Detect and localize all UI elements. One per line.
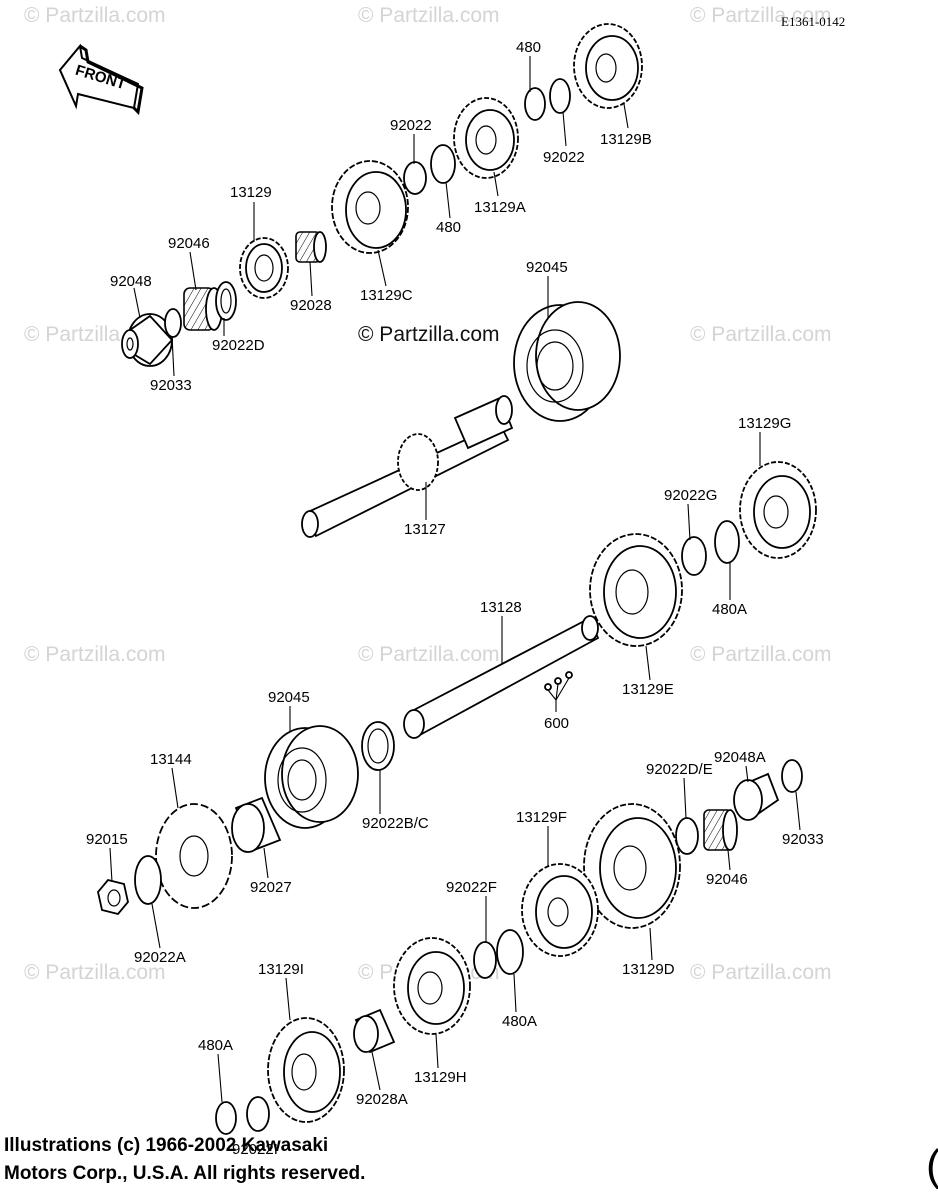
input-shaft-13127 <box>301 395 514 538</box>
gear-13129G <box>739 461 817 559</box>
washer-92022BC <box>361 721 395 771</box>
watermark: © Partzilla.com <box>24 643 166 666</box>
circlip-92033 <box>781 759 803 793</box>
label-92022DE: 92022D/E <box>646 761 713 778</box>
watermark: © Partzilla.com <box>690 961 832 984</box>
collar-92027 <box>231 796 282 853</box>
watermark: © Partzilla.com <box>24 4 166 27</box>
collar-92048A <box>733 772 780 821</box>
label-92028A: 92028A <box>356 1091 408 1108</box>
bushing-92028 <box>295 231 327 263</box>
washer-92022 <box>403 161 427 195</box>
circlip-480A <box>215 1101 237 1135</box>
label-92048A: 92048A <box>714 749 766 766</box>
sprocket-13144 <box>155 803 233 909</box>
gear-13129C <box>331 160 409 254</box>
washer-92022A <box>134 855 162 905</box>
label-92033-right: 92033 <box>782 831 824 848</box>
label-92027: 92027 <box>250 879 292 896</box>
label-92022-top: 92022 <box>390 117 432 134</box>
gear-13129D <box>583 803 681 929</box>
nut-92015 <box>97 878 129 916</box>
washer-92022I <box>246 1096 270 1132</box>
washer-92022F <box>473 941 497 979</box>
watermark: © Partzilla.com <box>690 4 832 27</box>
leader-lines <box>109 56 801 1103</box>
label-92022F: 92022F <box>446 879 497 896</box>
label-13129F: 13129F <box>516 809 567 826</box>
label-13129B: 13129B <box>600 131 652 148</box>
label-13129G: 13129G <box>738 415 791 432</box>
copyright-line-1: Illustrations (c) 1966-2002 Kawasaki <box>4 1135 329 1156</box>
label-13129: 13129 <box>230 184 272 201</box>
washer-92022DE <box>675 817 699 855</box>
watermark: © Partzilla.com <box>358 643 500 666</box>
gear-13129I <box>267 1017 345 1123</box>
label-13129C: 13129C <box>360 287 413 304</box>
steel-balls-600 <box>544 671 573 691</box>
label-92045-top: 92045 <box>526 259 568 276</box>
label-92022D: 92022D <box>212 337 265 354</box>
label-13129D: 13129D <box>622 961 675 978</box>
gear-13129H <box>393 937 471 1035</box>
label-92028: 92028 <box>290 297 332 314</box>
label-480A-right: 480A <box>712 601 747 618</box>
label-92022-b: 92022 <box>543 149 585 166</box>
copyright-footer: Illustrations (c) 1966-2002 Kawasaki Mot… <box>4 1132 365 1188</box>
part-labels: 480 92022 92022 13129B 13129A 480 13129 … <box>86 39 824 1158</box>
label-92022I: 92022I <box>232 1141 278 1158</box>
label-13144: 13144 <box>150 751 192 768</box>
label-92033: 92033 <box>150 377 192 394</box>
label-480-b: 480 <box>436 219 461 236</box>
watermark: © Partzilla.com <box>690 323 832 346</box>
diagram-code: E1361-0142 <box>781 14 845 29</box>
label-92022A: 92022A <box>134 949 186 966</box>
collar-92048 <box>121 313 174 367</box>
gear-13129B <box>573 23 643 109</box>
gear-13129E <box>589 533 683 647</box>
label-13129A: 13129A <box>474 199 526 216</box>
label-600: 600 <box>544 715 569 732</box>
label-92046-right: 92046 <box>706 871 748 888</box>
circlip-92033 <box>164 308 182 338</box>
label-92048: 92048 <box>110 273 152 290</box>
label-92022G: 92022G <box>664 487 717 504</box>
needle-bearing-92046 <box>703 809 738 851</box>
washer-92022 <box>549 78 571 114</box>
watermark: © Partzilla.com <box>690 643 832 666</box>
label-13129H: 13129H <box>414 1069 467 1086</box>
label-13129E: 13129E <box>622 681 674 698</box>
ball-bearing-92045 <box>513 301 621 422</box>
label-13128: 13128 <box>480 599 522 616</box>
needle-bearing-92046 <box>183 287 223 331</box>
label-480A-mid: 480A <box>502 1013 537 1030</box>
label-13129I: 13129I <box>258 961 304 978</box>
label-92022BC: 92022B/C <box>362 815 429 832</box>
copyright-line-2: Motors Corp., U.S.A. All rights reserved… <box>4 1163 366 1184</box>
gear-13129F <box>521 863 599 957</box>
circlip-480A <box>714 520 740 564</box>
label-92045-mid: 92045 <box>268 689 310 706</box>
label-92046: 92046 <box>168 235 210 252</box>
watermark: © Partzilla.com <box>24 961 166 984</box>
edge-glyph: ( <box>926 1141 938 1190</box>
watermark: © Partzilla.com <box>358 4 500 27</box>
label-480A-bottom-left: 480A <box>198 1037 233 1054</box>
washer-92022G <box>681 536 707 576</box>
gear-13129A <box>453 97 519 179</box>
bushing-92028A <box>353 1008 396 1054</box>
label-13127: 13127 <box>404 521 446 538</box>
ball-bearing-92045 <box>264 725 359 829</box>
circlip-480 <box>524 87 546 121</box>
label-92015: 92015 <box>86 831 128 848</box>
watermark-center: © Partzilla.com <box>358 323 500 346</box>
circlip-480 <box>430 144 456 184</box>
gear-13129 <box>239 237 289 299</box>
washer-92022D <box>215 281 237 321</box>
circlip-480A <box>496 929 524 975</box>
front-arrow-icon: FRONT <box>58 43 144 116</box>
label-480-top: 480 <box>516 39 541 56</box>
output-shaft-13128 <box>403 615 600 739</box>
